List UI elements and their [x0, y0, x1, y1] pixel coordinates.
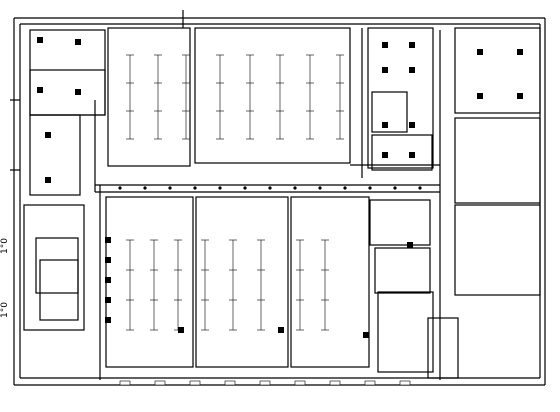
light-fixture	[382, 122, 388, 128]
window-mark	[364, 380, 376, 386]
room	[427, 317, 459, 379]
room	[23, 204, 85, 331]
grid-lines	[126, 54, 344, 331]
light-fixture	[75, 89, 81, 95]
window-mark	[119, 380, 131, 386]
light-fixture	[517, 49, 523, 55]
corridor-light	[293, 186, 297, 190]
corridor-light	[393, 186, 397, 190]
room	[371, 134, 433, 171]
light-fixture	[105, 317, 111, 323]
room	[194, 27, 351, 164]
light-fixture	[37, 87, 43, 93]
light-fixture	[105, 257, 111, 263]
room	[107, 27, 191, 167]
room	[35, 237, 79, 294]
corridor-light	[168, 186, 172, 190]
light-fixture	[407, 242, 413, 248]
room	[290, 196, 370, 368]
room	[29, 114, 81, 196]
window-mark	[189, 380, 201, 386]
light-fixture	[382, 67, 388, 73]
room	[371, 91, 408, 133]
light-fixture	[477, 49, 483, 55]
window-mark	[294, 380, 306, 386]
light-fixture	[37, 37, 43, 43]
side-dimension-label-upper: 1°0	[0, 238, 10, 254]
room	[195, 196, 289, 368]
light-fixture	[409, 42, 415, 48]
side-dimension-label-lower: 1°0	[0, 302, 10, 318]
room	[39, 259, 79, 321]
light-fixture	[45, 132, 51, 138]
light-fixture	[382, 42, 388, 48]
walls	[10, 10, 546, 386]
light-fixture	[278, 327, 284, 333]
corridor-light	[268, 186, 272, 190]
light-fixture	[363, 332, 369, 338]
room	[454, 204, 541, 296]
light-fixture	[409, 152, 415, 158]
light-fixtures	[37, 37, 523, 386]
corridor-light	[143, 186, 147, 190]
light-fixture	[45, 177, 51, 183]
light-fixture	[409, 67, 415, 73]
room	[369, 199, 431, 246]
light-fixture	[477, 93, 483, 99]
window-mark	[399, 380, 411, 386]
room	[105, 196, 194, 368]
corridor-light	[418, 186, 422, 190]
corridor-light	[218, 186, 222, 190]
corridor-light	[193, 186, 197, 190]
corridor-light	[318, 186, 322, 190]
light-fixture	[178, 327, 184, 333]
corridor-light	[118, 186, 122, 190]
room	[454, 117, 541, 204]
window-mark	[224, 380, 236, 386]
room	[374, 247, 431, 294]
light-fixture	[409, 122, 415, 128]
room	[377, 291, 434, 373]
window-mark	[259, 380, 271, 386]
corridor-light	[243, 186, 247, 190]
light-fixture	[105, 237, 111, 243]
corridor-light	[368, 186, 372, 190]
light-fixture	[75, 39, 81, 45]
room	[454, 27, 541, 114]
light-fixture	[517, 93, 523, 99]
room	[367, 27, 434, 169]
light-fixture	[105, 277, 111, 283]
light-fixture	[105, 297, 111, 303]
light-fixture	[382, 152, 388, 158]
corridor-light	[343, 186, 347, 190]
window-mark	[154, 380, 166, 386]
window-mark	[329, 380, 341, 386]
